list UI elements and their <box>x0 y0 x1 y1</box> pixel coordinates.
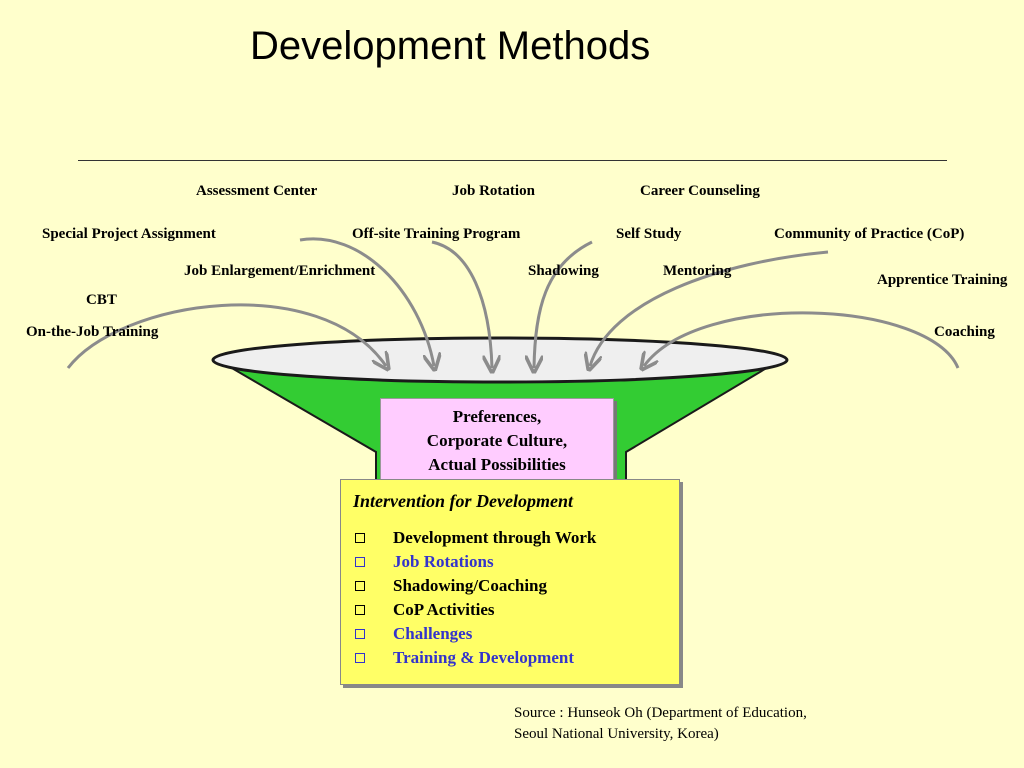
filter-line: Preferences, <box>452 407 542 426</box>
intervention-item: Challenges <box>353 622 667 646</box>
intervention-list: Development through Work Job Rotations S… <box>353 526 667 670</box>
intervention-item: Training & Development <box>353 646 667 670</box>
source-line: Seoul National University, Korea) <box>514 726 719 742</box>
arrow-center <box>534 240 593 368</box>
intervention-item-label: CoP Activities <box>393 600 495 619</box>
method-shadowing: Shadowing <box>528 263 599 279</box>
method-apprentice-training: Apprentice Training <box>877 272 1008 288</box>
filter-line: Corporate Culture, <box>426 431 568 450</box>
intervention-item: CoP Activities <box>353 598 667 622</box>
method-community-of-practice: Community of Practice (CoP) <box>774 226 965 242</box>
method-coaching: Coaching <box>934 324 995 340</box>
title-divider <box>78 160 947 161</box>
funnel-rim <box>211 336 789 384</box>
intervention-item-label: Training & Development <box>393 648 575 667</box>
page-title: Development Methods <box>250 24 651 68</box>
filter-line: Actual Possibilities <box>428 455 566 474</box>
checkbox-icon <box>355 605 365 615</box>
checkbox-icon <box>355 557 365 567</box>
filter-box: Preferences, Corporate Culture, Actual P… <box>380 398 614 480</box>
intervention-item-label: Job Rotations <box>393 552 494 571</box>
source-line: Source : Hunseok Oh (Department of Educa… <box>514 705 807 721</box>
method-mentoring: Mentoring <box>663 263 732 279</box>
intervention-item-label: Development through Work <box>393 528 597 547</box>
method-self-study: Self Study <box>616 226 682 242</box>
method-career-counseling: Career Counseling <box>640 183 760 199</box>
method-special-project-assignment: Special Project Assignment <box>42 226 216 242</box>
method-cbt: CBT <box>86 292 117 308</box>
method-on-the-job-training: On-the-Job Training <box>26 324 159 340</box>
arrow-left-outer <box>66 303 386 368</box>
method-job-enlargement: Job Enlargement/Enrichment <box>184 263 376 279</box>
intervention-item-label: Challenges <box>393 624 473 643</box>
checkbox-icon <box>355 581 365 591</box>
intervention-item: Development through Work <box>353 526 667 550</box>
intervention-item: Job Rotations <box>353 550 667 574</box>
intervention-item-label: Shadowing/Coaching <box>393 576 547 595</box>
arrow-center-left <box>431 240 492 368</box>
checkbox-icon <box>355 533 365 543</box>
intervention-item: Shadowing/Coaching <box>353 574 667 598</box>
method-job-rotation: Job Rotation <box>452 183 535 199</box>
method-assessment-center: Assessment Center <box>196 183 318 199</box>
arrow-left-inner <box>299 237 434 366</box>
arrow-right-inner <box>590 250 829 366</box>
intervention-box: Intervention for Development Development… <box>340 479 680 685</box>
checkbox-icon <box>355 629 365 639</box>
checkbox-icon <box>355 653 365 663</box>
intervention-title: Intervention for Development <box>353 491 573 511</box>
arrow-right-outer <box>644 311 960 368</box>
method-off-site-training-program: Off-site Training Program <box>352 226 521 242</box>
source-citation: Source : Hunseok Oh (Department of Educa… <box>514 703 807 745</box>
